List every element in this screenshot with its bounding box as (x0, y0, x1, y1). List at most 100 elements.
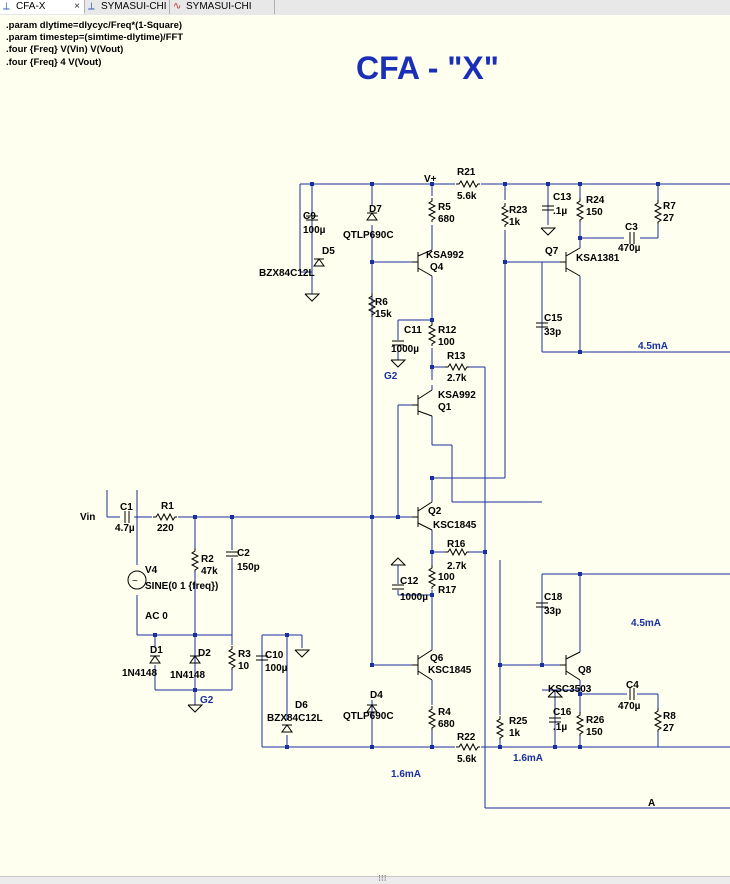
schematic-title[interactable]: CFA - "X" (356, 50, 499, 86)
svg-text:150p: 150p (237, 562, 260, 573)
capacitor-c15[interactable]: C15 33p (535, 313, 563, 338)
resistor-r3[interactable]: R3 10 (228, 645, 251, 672)
spice-directive[interactable]: .param timestep=(simtime-dlytime)/FFT (6, 32, 183, 43)
svg-text:R23: R23 (509, 205, 528, 216)
svg-text:680: 680 (438, 214, 455, 225)
svg-text:C15: C15 (544, 313, 563, 324)
scroll-grip-icon[interactable]: ⁝⁝⁝ (378, 873, 387, 883)
resistor-r2[interactable]: R2 47k (191, 547, 218, 577)
svg-text:R22: R22 (457, 732, 476, 743)
tab-symasui-chi-waveform[interactable]: ∿ SYMASUI-CHI (170, 0, 275, 14)
capacitor-c18[interactable]: C18 33p (535, 592, 563, 617)
led-d7[interactable]: D7 QTLP690C (343, 204, 394, 241)
schematic-canvas[interactable]: .param dlytime=dlycyc/Freq*(1-Square) .p… (0, 15, 730, 876)
capacitor-c9[interactable]: C9 100µ (303, 211, 326, 236)
resistor-r26[interactable]: R26 150 (576, 711, 605, 738)
svg-text:1N4148: 1N4148 (170, 670, 205, 681)
resistor-r23[interactable]: R23 1k (501, 202, 528, 228)
svg-text:Q7: Q7 (545, 246, 559, 257)
ground-symbol (187, 704, 203, 713)
tab-bar: ⟂ CFA-X × ⟂ SYMASUI-CHI ∿ SYMASUI-CHI (0, 0, 730, 16)
capacitor-c4[interactable]: C4 470µ (618, 680, 641, 712)
capacitor-c2[interactable]: C2 150p (225, 548, 260, 573)
svg-text:15k: 15k (375, 309, 392, 320)
resistor-r5[interactable]: R5 680 (428, 197, 455, 225)
resistor-r17[interactable]: 100 R17 (428, 564, 457, 596)
resistor-r8[interactable]: R8 27 (654, 707, 676, 734)
svg-text:27: 27 (663, 213, 675, 224)
tab-symasui-chi-schematic[interactable]: ⟂ SYMASUI-CHI (85, 0, 170, 14)
svg-text:C2: C2 (237, 548, 250, 559)
resistor-r24[interactable]: R24 150 (576, 195, 605, 223)
resistor-r16[interactable]: R16 2.7k (444, 539, 470, 572)
zener-d6[interactable]: D6 BZX84C12L (267, 700, 323, 733)
svg-text:D5: D5 (322, 246, 335, 257)
transistor-q6[interactable]: Q6 KSC1845 (412, 649, 472, 681)
transistor-q1[interactable]: KSA992 Q1 (412, 389, 476, 417)
svg-text:1N4148: 1N4148 (122, 668, 157, 679)
capacitor-c1[interactable]: C1 4.7µ (115, 502, 135, 534)
spice-directive[interactable]: .four {Freq} 4 V(Vout) (6, 57, 101, 68)
svg-text:R7: R7 (663, 201, 676, 212)
current-label: 4.5mA (631, 618, 661, 629)
spice-directive[interactable]: .four {Freq} V(Vin) V(Vout) (6, 44, 123, 55)
svg-text:V4: V4 (145, 565, 158, 576)
net-label-g2-bottom: G2 (200, 695, 214, 706)
svg-text:D4: D4 (370, 690, 383, 701)
transistor-q2[interactable]: Q2 KSC1845 (412, 501, 477, 531)
tab-cfa-x[interactable]: ⟂ CFA-X × (0, 0, 85, 14)
svg-text:150: 150 (586, 207, 603, 218)
ground-symbol (294, 649, 310, 658)
resistor-r12[interactable]: R12 100 (428, 321, 457, 348)
current-label: 1.6mA (391, 769, 421, 780)
svg-text:100: 100 (438, 572, 455, 583)
svg-text:100: 100 (438, 337, 455, 348)
svg-text:47k: 47k (201, 566, 218, 577)
resistor-r13[interactable]: R13 2.7k (444, 351, 470, 384)
resistor-r21[interactable]: R21 5.6k (455, 167, 481, 202)
capacitor-c11[interactable]: C11 1000µ (390, 320, 422, 368)
resistor-r1[interactable]: R1 220 (152, 501, 178, 534)
svg-text:D7: D7 (369, 204, 382, 215)
spice-directive[interactable]: .param dlytime=dlycyc/Freq*(1-Square) (6, 20, 182, 31)
svg-text:R13: R13 (447, 351, 466, 362)
svg-text:470µ: 470µ (618, 243, 641, 254)
diode-d2[interactable]: D2 1N4148 (170, 648, 211, 681)
resistor-r4[interactable]: R4 680 (428, 705, 455, 731)
svg-text:AC 0: AC 0 (145, 611, 168, 622)
current-label: 4.5mA (638, 341, 668, 352)
svg-text:BZX84C12L: BZX84C12L (267, 713, 323, 724)
resistor-r22[interactable]: R22 5.6k (455, 732, 481, 765)
transistor-q7[interactable]: Q7 KSA1381 (545, 246, 620, 277)
horizontal-scrollbar[interactable]: ⁝⁝⁝ (0, 873, 730, 884)
voltage-source-v4[interactable]: ~ V4 SINE(0 1 {freq}) AC 0 (127, 565, 218, 622)
net-label-g2-top: G2 (384, 371, 398, 382)
capacitor-c12[interactable]: C12 1000µ (390, 557, 428, 603)
svg-text:D6: D6 (295, 700, 308, 711)
svg-text:BZX84C12L: BZX84C12L (259, 268, 315, 279)
svg-text:Q8: Q8 (578, 665, 592, 676)
resistor-r6[interactable]: R6 15k (368, 292, 392, 320)
transistor-q8[interactable]: Q8 KSC3503 (548, 651, 592, 695)
led-d4[interactable]: D4 QTLP690C (343, 690, 394, 722)
svg-text:27: 27 (663, 723, 675, 734)
close-icon[interactable]: × (74, 1, 80, 12)
svg-text:5.6k: 5.6k (457, 191, 477, 202)
transistor-q4[interactable]: KSA992 Q4 (412, 249, 464, 277)
svg-text:R17: R17 (438, 585, 457, 596)
capacitor-c13[interactable]: C13 .1µ (540, 192, 572, 236)
svg-text:R26: R26 (586, 715, 605, 726)
net-label-vplus: V+ (424, 174, 437, 185)
svg-text:R16: R16 (447, 539, 466, 550)
resistor-r7[interactable]: R7 27 (654, 199, 676, 225)
capacitor-c3[interactable]: C3 470µ (618, 222, 641, 254)
capacitor-c10[interactable]: C10 100µ (255, 650, 288, 674)
capacitor-c16[interactable]: C16 .1µ (547, 689, 572, 733)
diode-d1[interactable]: D1 1N4148 (122, 645, 163, 679)
svg-text:C18: C18 (544, 592, 563, 603)
resistor-r25[interactable]: R25 1k (496, 715, 528, 741)
zener-d5[interactable]: D5 BZX84C12L (259, 246, 335, 279)
svg-text:2.7k: 2.7k (447, 561, 467, 572)
schematic-icon: ⟂ (88, 1, 95, 12)
svg-text:KSC1845: KSC1845 (433, 520, 477, 531)
